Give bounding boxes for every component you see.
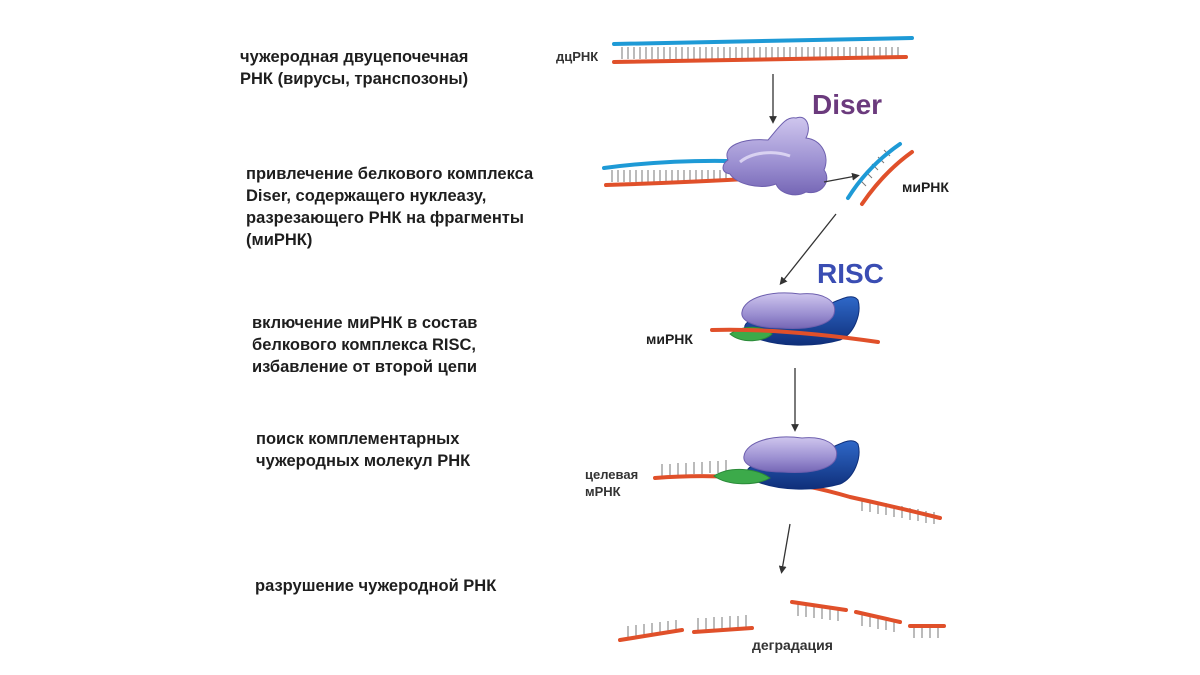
- diser-label: Diser: [812, 89, 882, 120]
- arrow-2: [779, 213, 837, 286]
- target-label-line1: целевая: [585, 467, 638, 482]
- mirna-duplex: [846, 142, 914, 206]
- risc-red-strand: [710, 327, 880, 344]
- risc-bound-complex: [713, 436, 860, 490]
- step-5-text: разрушение чужеродной РНК: [255, 577, 497, 595]
- risc-complex: [710, 292, 880, 346]
- diser-protein: [722, 116, 828, 196]
- dsrna-red-strand: [612, 55, 908, 64]
- step-1-text: чужеродная двуцепочечная РНК (вирусы, тр…: [240, 48, 469, 88]
- risc-label: RISC: [817, 258, 884, 289]
- mirna-label-1: миРНК: [902, 179, 949, 195]
- mirna-label-2: миРНК: [646, 331, 693, 347]
- diser-cleavage: [602, 116, 828, 196]
- step-4-text: поиск комплементарных чужеродных молекул…: [256, 430, 471, 470]
- dsrna-blue-strand: [612, 36, 914, 46]
- target-label-line2: мРНК: [585, 484, 621, 499]
- fragment-2: [692, 626, 754, 634]
- dsrna-label: дцРНК: [556, 49, 598, 64]
- dsrna-duplex: [612, 36, 914, 64]
- degradation-label: деградация: [752, 637, 833, 653]
- fragment-1: [618, 628, 684, 642]
- arrow-to-mirna: [823, 172, 860, 183]
- step-3-text: включение миРНК в состав белкового компл…: [252, 314, 478, 376]
- degradation-fragments: [618, 600, 946, 642]
- fragment-4: [854, 610, 902, 624]
- target-mrna-rungs: [661, 460, 935, 524]
- fragment-3: [790, 600, 848, 612]
- dsrna-rungs: [621, 47, 899, 59]
- step-2-text: привлечение белкового комплекса Diser, с…: [246, 165, 534, 249]
- arrow-4: [778, 523, 791, 574]
- target-mrna-strand: [653, 474, 942, 520]
